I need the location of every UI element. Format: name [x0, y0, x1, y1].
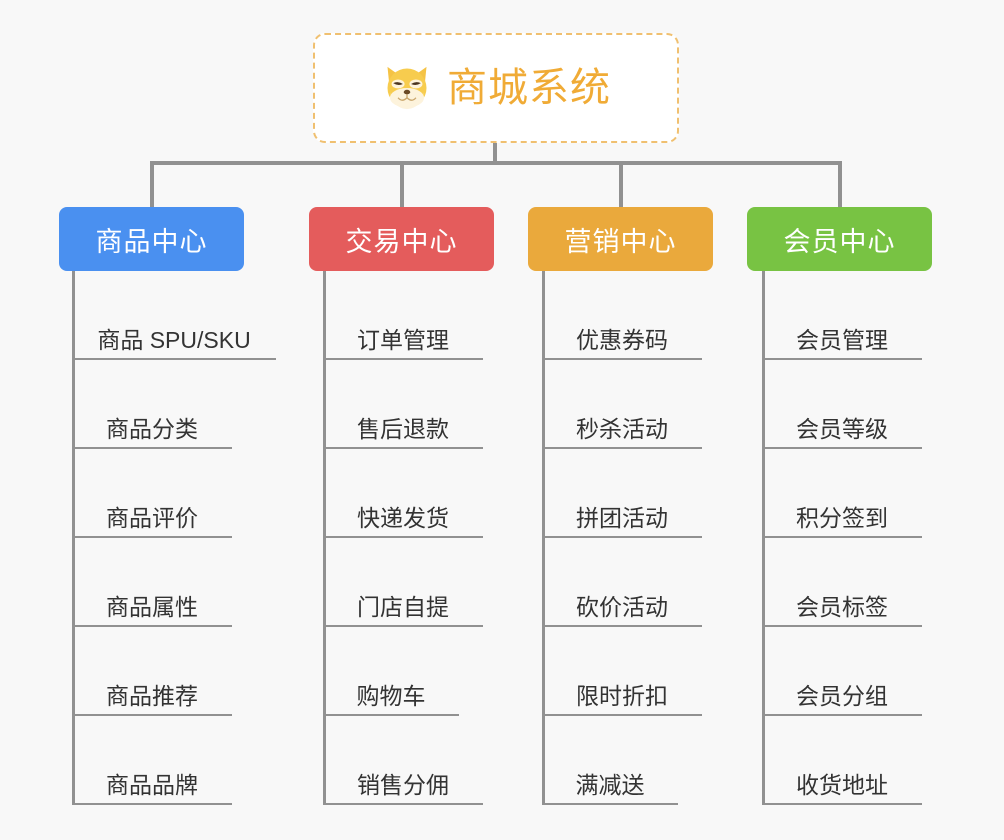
- list-item[interactable]: 积分签到: [762, 449, 922, 538]
- connector-drop-1: [150, 161, 154, 207]
- list-item[interactable]: 会员标签: [762, 538, 922, 627]
- list-item[interactable]: 快递发货: [323, 449, 483, 538]
- category-label-4: 会员中心: [783, 226, 896, 257]
- list-item[interactable]: 商品推荐: [72, 627, 232, 716]
- leaf-label: 收货地址: [796, 771, 888, 798]
- list-item[interactable]: 秒杀活动: [542, 360, 702, 449]
- category-box-3[interactable]: 营销中心: [528, 207, 713, 271]
- spine-1: [72, 271, 75, 805]
- list-item[interactable]: 售后退款: [323, 360, 483, 449]
- connector-drop-2: [400, 161, 404, 207]
- list-item[interactable]: 会员管理: [762, 271, 922, 360]
- leaf-label: 积分签到: [796, 504, 888, 531]
- leaf-label: 会员等级: [796, 415, 888, 442]
- spine-4: [762, 271, 765, 805]
- category-label-3: 营销中心: [564, 226, 677, 257]
- connector-root-stem: [493, 143, 497, 164]
- leaf-label: 商品评价: [106, 504, 198, 531]
- leaf-label: 会员分组: [796, 682, 888, 709]
- leaf-label: 订单管理: [357, 326, 449, 353]
- category-box-1[interactable]: 商品中心: [59, 207, 244, 271]
- connector-horizontal-bus: [150, 161, 842, 165]
- leaf-label: 商品属性: [106, 593, 198, 620]
- list-item[interactable]: 砍价活动: [542, 538, 702, 627]
- root-title: 商城系统: [447, 66, 611, 110]
- leaf-label: 会员标签: [796, 593, 888, 620]
- list-item[interactable]: 商品属性: [72, 538, 232, 627]
- leaf-label: 购物车: [356, 682, 426, 709]
- root-node[interactable]: 商城系统: [313, 33, 679, 143]
- list-item[interactable]: 商品品牌: [72, 716, 232, 805]
- leaf-label: 销售分佣: [357, 771, 449, 798]
- leaf-label: 优惠券码: [576, 326, 668, 353]
- list-item[interactable]: 商品 SPU/SKU: [72, 271, 276, 360]
- list-item[interactable]: 会员等级: [762, 360, 922, 449]
- list-item[interactable]: 会员分组: [762, 627, 922, 716]
- leaf-label: 门店自提: [357, 593, 449, 620]
- connector-drop-4: [838, 161, 842, 207]
- leaf-label: 商品分类: [106, 415, 198, 442]
- list-item[interactable]: 商品评价: [72, 449, 232, 538]
- list-item[interactable]: 满减送: [542, 716, 678, 805]
- category-label-1: 商品中心: [95, 226, 208, 257]
- spine-2: [323, 271, 326, 805]
- list-item[interactable]: 收货地址: [762, 716, 922, 805]
- category-box-2[interactable]: 交易中心: [309, 207, 494, 271]
- leaf-label: 快递发货: [357, 504, 449, 531]
- list-item[interactable]: 优惠券码: [542, 271, 702, 360]
- category-label-2: 交易中心: [345, 226, 458, 257]
- leaf-label: 商品 SPU/SKU: [97, 326, 251, 353]
- leaf-label: 满减送: [575, 771, 645, 798]
- spine-3: [542, 271, 545, 805]
- list-item[interactable]: 销售分佣: [323, 716, 483, 805]
- connector-drop-3: [619, 161, 623, 207]
- list-item[interactable]: 拼团活动: [542, 449, 702, 538]
- shiba-dog-face-icon: [387, 66, 427, 110]
- leaf-label: 会员管理: [796, 326, 888, 353]
- leaf-label: 售后退款: [357, 415, 449, 442]
- leaf-label: 秒杀活动: [576, 415, 668, 442]
- leaf-label: 商品推荐: [106, 682, 198, 709]
- leaf-label: 商品品牌: [106, 771, 198, 798]
- list-item[interactable]: 购物车: [323, 627, 459, 716]
- list-item[interactable]: 限时折扣: [542, 627, 702, 716]
- list-item[interactable]: 订单管理: [323, 271, 483, 360]
- leaf-label: 砍价活动: [576, 593, 668, 620]
- leaf-label: 限时折扣: [576, 682, 668, 709]
- list-item[interactable]: 商品分类: [72, 360, 232, 449]
- list-item[interactable]: 门店自提: [323, 538, 483, 627]
- category-box-4[interactable]: 会员中心: [747, 207, 932, 271]
- leaf-label: 拼团活动: [576, 504, 668, 531]
